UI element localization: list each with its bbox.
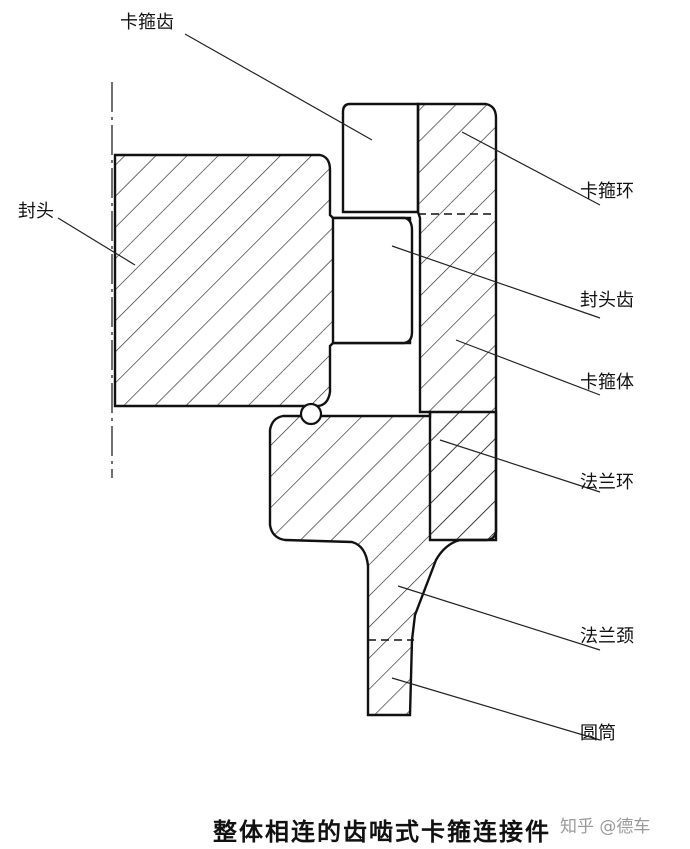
label-head-tooth: 封头齿 — [580, 290, 634, 311]
leader-flange-ring — [439, 439, 601, 493]
label-flange-neck: 法兰颈 — [580, 626, 634, 647]
figure-caption: 整体相连的齿啮式卡箍连接件 — [213, 818, 551, 846]
label-head: 封头 — [18, 201, 54, 222]
label-flange-ring: 法兰环 — [580, 472, 634, 493]
leader-head — [57, 217, 136, 266]
leader-head-tooth — [391, 245, 601, 319]
leader-cylinder — [391, 677, 601, 741]
label-clamp-body: 卡箍体 — [580, 372, 634, 393]
watermark: 知乎 @德车 — [560, 817, 651, 837]
leader-flange-neck — [397, 585, 601, 651]
seal-ring-circle — [299, 402, 323, 426]
flange-ring-part — [268, 410, 498, 717]
leader-clamp-body — [455, 339, 601, 396]
label-clamp-ring: 卡箍环 — [580, 181, 634, 202]
leader-clamp-tooth — [184, 33, 373, 141]
clamp-tooth-shape — [341, 102, 420, 214]
label-cylinder: 圆筒 — [580, 723, 616, 744]
head-part — [113, 153, 412, 408]
head-tooth-shape — [331, 216, 414, 345]
leader-clamp-ring — [461, 131, 601, 206]
label-clamp-tooth: 卡箍齿 — [120, 12, 174, 33]
